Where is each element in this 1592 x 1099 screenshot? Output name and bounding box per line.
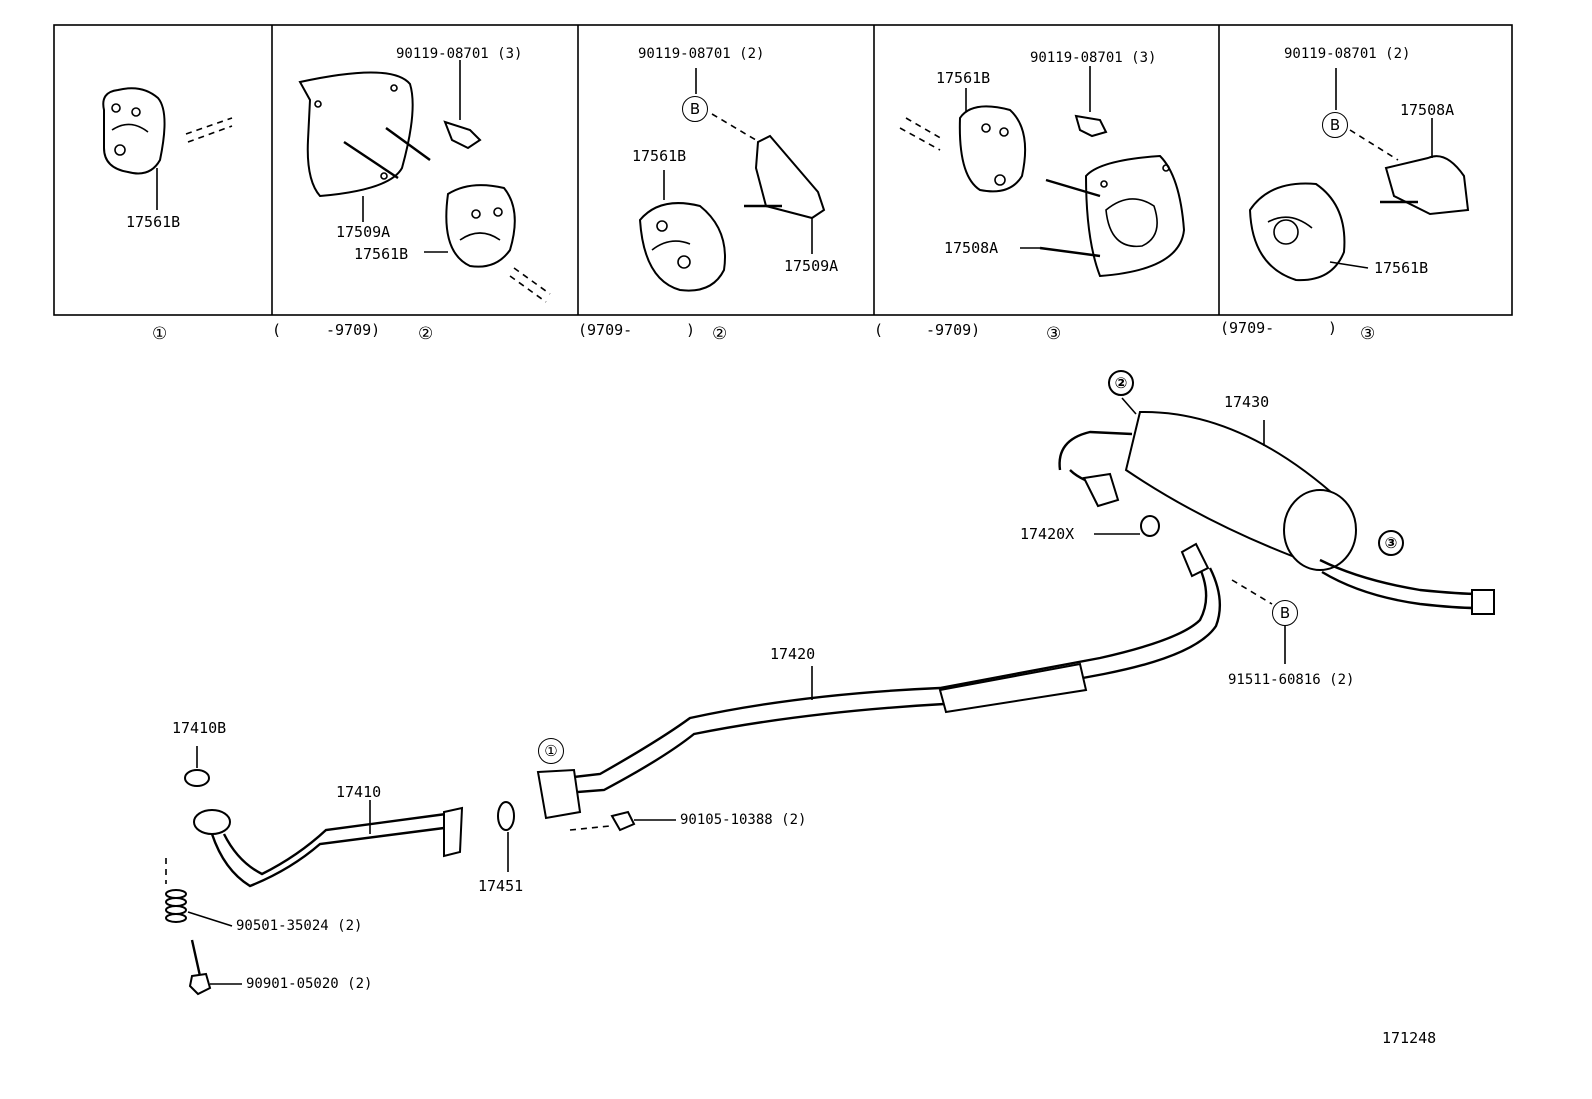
panel1-hanger-drawing bbox=[102, 87, 233, 210]
panel4-range-open: ( bbox=[874, 321, 884, 339]
bolt-90901-label: 90901-05020 (2) bbox=[246, 976, 373, 992]
marker-2: ② bbox=[1108, 370, 1134, 396]
panel2-drawing bbox=[298, 60, 551, 303]
panel5-range-close: ) bbox=[1328, 319, 1338, 337]
gasket-17420x-label: 17420X bbox=[1020, 525, 1075, 543]
panel3-range: (9709- bbox=[578, 321, 633, 339]
panel2-range-open: ( bbox=[272, 321, 282, 339]
center-pipe-label: 17420 bbox=[770, 645, 816, 663]
bolt-90105-label: 90105-10388 (2) bbox=[680, 812, 807, 828]
marker-1: ① bbox=[538, 738, 564, 764]
marker-b-main: B bbox=[1272, 600, 1298, 626]
panel1-note: ① bbox=[152, 324, 168, 344]
spring-90501-label: 90501-35024 (2) bbox=[236, 918, 363, 934]
panel1-part-label: 17561B bbox=[126, 213, 181, 231]
panel2-hanger-label: 17561B bbox=[354, 245, 409, 263]
panel5-drawing bbox=[1248, 68, 1470, 282]
gasket-17451-label: 17451 bbox=[478, 877, 524, 895]
panel5-hanger-label: 17561B bbox=[1374, 259, 1429, 277]
panel3-hanger-label: 17561B bbox=[632, 147, 687, 165]
gasket-17420x-drawing bbox=[1094, 515, 1160, 537]
panel5-note: ③ bbox=[1360, 324, 1376, 344]
bolt-90105-drawing bbox=[569, 810, 676, 832]
panel2-note: ② bbox=[418, 324, 434, 344]
center-pipe-drawing bbox=[536, 542, 1222, 820]
panel3-note: ② bbox=[712, 324, 728, 344]
panel4-range-end: -9709) bbox=[926, 321, 981, 339]
panel5-range: (9709- bbox=[1220, 319, 1275, 337]
gasket-17410b-label: 17410B bbox=[172, 719, 227, 737]
bolt-91511-leader bbox=[1231, 579, 1286, 664]
top-panel-frame bbox=[53, 24, 1513, 316]
gasket-17451-drawing bbox=[497, 801, 515, 872]
panel3-range-close: ) bbox=[686, 321, 696, 339]
panel3-drawing bbox=[638, 68, 826, 292]
bolt-91511-label: 91511-60816 (2) bbox=[1228, 672, 1355, 688]
front-pipe-drawing bbox=[193, 800, 464, 888]
marker-3: ③ bbox=[1378, 530, 1404, 556]
panel2-range-end: -9709) bbox=[326, 321, 381, 339]
panel3-bracket-label: 17509A bbox=[784, 257, 839, 275]
muffler-label: 17430 bbox=[1224, 393, 1270, 411]
panel3-ref-b: B bbox=[682, 96, 708, 122]
muffler-drawing bbox=[1058, 397, 1495, 615]
spring-90501-drawing bbox=[165, 858, 233, 927]
figure-number: 171248 bbox=[1382, 1029, 1437, 1047]
panel3-bolt-label: 90119-08701 (2) bbox=[638, 46, 765, 62]
panel5-ref-b: B bbox=[1322, 112, 1348, 138]
front-pipe-label: 17410 bbox=[336, 783, 382, 801]
panel5-bolt-label: 90119-08701 (2) bbox=[1284, 46, 1411, 62]
panel4-note: ③ bbox=[1046, 324, 1062, 344]
panel4-hanger-label: 17561B bbox=[936, 69, 991, 87]
bolt-90901-drawing bbox=[188, 939, 242, 996]
panel4-bracket-label: 17508A bbox=[944, 239, 999, 257]
panel5-bracket-label: 17508A bbox=[1400, 101, 1455, 119]
panel4-drawing bbox=[899, 66, 1186, 278]
gasket-17410b-drawing bbox=[184, 746, 210, 787]
panel2-bolt-label: 90119-08701 (3) bbox=[396, 46, 523, 62]
panel2-bracket-label: 17509A bbox=[336, 223, 391, 241]
panel4-bolt-label: 90119-08701 (3) bbox=[1030, 50, 1157, 66]
